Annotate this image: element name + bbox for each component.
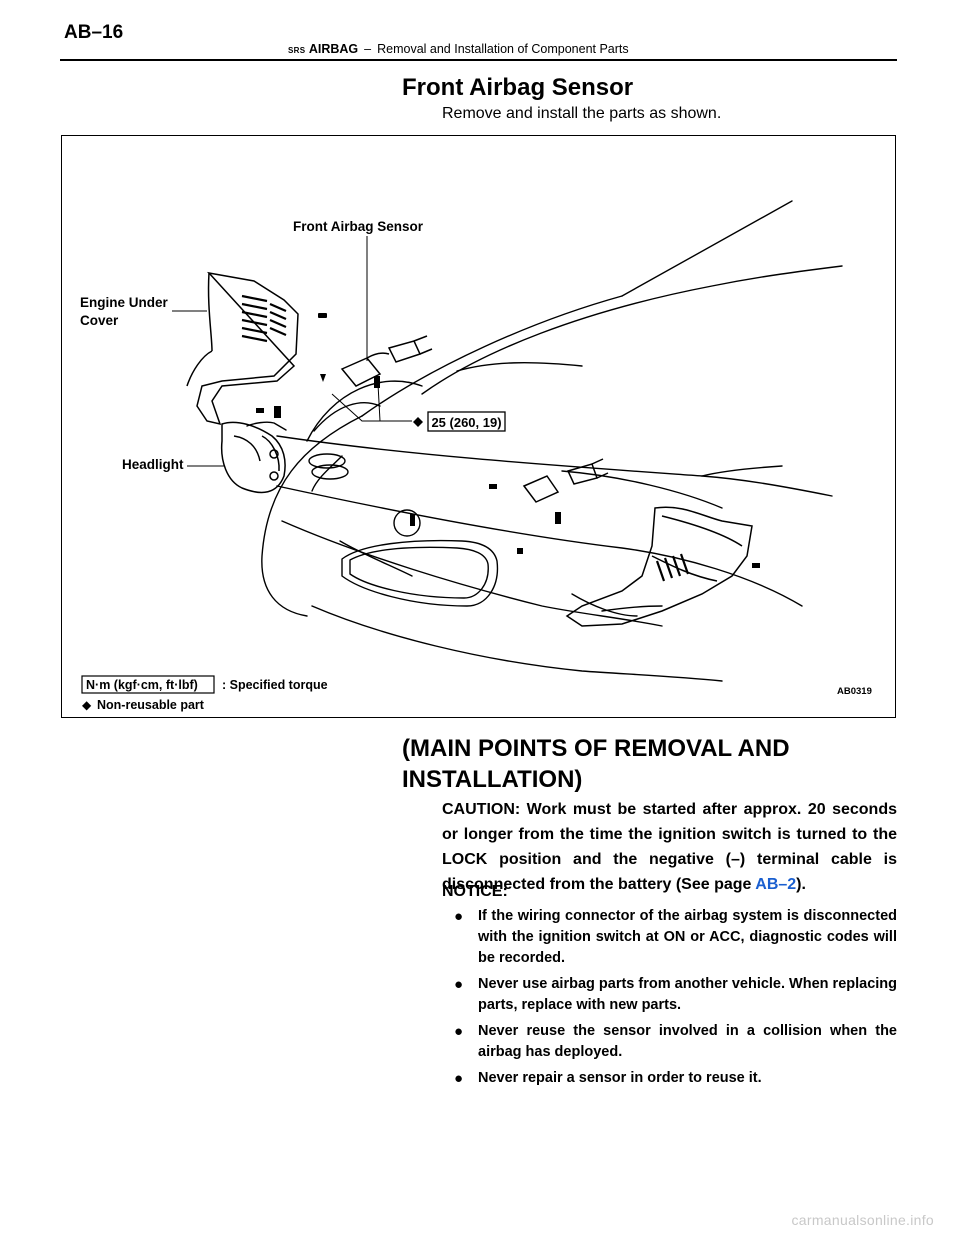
figure-legend: N·m (kgf·cm, ft·lbf) : Specified torque … (81, 675, 328, 712)
header-rule (60, 59, 897, 61)
section-title: Front Airbag Sensor (402, 74, 634, 101)
fender-liner-part (565, 506, 753, 627)
notice-list: ● If the wiring connector of the airbag s… (442, 906, 897, 1094)
notice-item-text: Never use airbag parts from another vehi… (478, 976, 898, 1013)
airbag-sensor-part (340, 335, 609, 503)
illustration-drawing: 25 (260, 19) Front Airbag Sensor Engine … (80, 200, 872, 712)
notice-item: ● If the wiring connector of the airbag s… (442, 906, 897, 969)
caution-tail: ). (796, 876, 806, 893)
intro-text: Remove and install the parts as shown. (442, 105, 722, 122)
torque-value-label: 25 (260, 19) (431, 415, 501, 430)
notice-item-text: Never repair a sensor in order to reuse … (478, 1070, 762, 1086)
bullet-icon: ● (454, 1070, 464, 1087)
subsection-title: (MAIN POINTS OF REMOVAL AND INSTALLATION… (402, 735, 790, 793)
page-number: AB–16 (64, 22, 124, 43)
notice-label: NOTICE: (442, 883, 508, 900)
header-title: SRS AIRBAG–Removal and Installation of C… (288, 42, 629, 56)
parts-illustration: 25 (260, 19) Front Airbag Sensor Engine … (61, 135, 896, 718)
front-airbag-sensor-label: Front Airbag Sensor (293, 219, 424, 234)
leader-lines (172, 236, 412, 467)
bullet-icon: ● (454, 1023, 464, 1040)
torque-callout: 25 (260, 19) (413, 411, 506, 432)
header-section: AIRBAG (308, 42, 359, 56)
watermark: carmanualsonline.info (791, 1212, 934, 1228)
engine-under-cover-part (186, 271, 299, 426)
legend-torque-unit: N·m (kgf·cm, ft·lbf) (86, 678, 198, 692)
headlight-part (220, 421, 286, 494)
caution-text: CAUTION: Work must be started after appr… (442, 797, 897, 897)
notice-item: ● Never reuse the sensor involved in a co… (442, 1021, 897, 1063)
caution-body: CAUTION: Work must be started after appr… (442, 801, 897, 893)
notice-item-text: If the wiring connector of the airbag sy… (478, 908, 897, 966)
nonreusable-diamond-icon (413, 417, 423, 427)
bullet-icon: ● (454, 976, 464, 993)
bolt-fasteners (256, 313, 760, 568)
car-outline (246, 200, 843, 682)
notice-item: ● Never use airbag parts from another veh… (442, 974, 897, 1016)
notice-item-text: Never reuse the sensor involved in a col… (478, 1023, 897, 1060)
notice-item: ● Never repair a sensor in order to reuse… (442, 1068, 897, 1089)
engine-under-cover-label-line1: Engine Under (80, 295, 169, 310)
page-link-ab2[interactable]: AB–2 (755, 876, 797, 893)
header-dash: – (364, 42, 372, 56)
figure-code: AB0319 (837, 686, 872, 697)
legend-nonreusable-desc: Non-reusable part (97, 698, 205, 712)
engine-under-cover-label-line2: Cover (80, 313, 119, 328)
bullet-icon: ● (454, 908, 464, 925)
legend-nonreusable-diamond-icon: ◆ (82, 698, 92, 712)
header-subtitle: Removal and Installation of Component Pa… (377, 42, 629, 56)
srs-tag: SRS (288, 46, 306, 55)
legend-torque-desc: : Specified torque (222, 678, 328, 692)
headlight-label: Headlight (122, 457, 184, 472)
